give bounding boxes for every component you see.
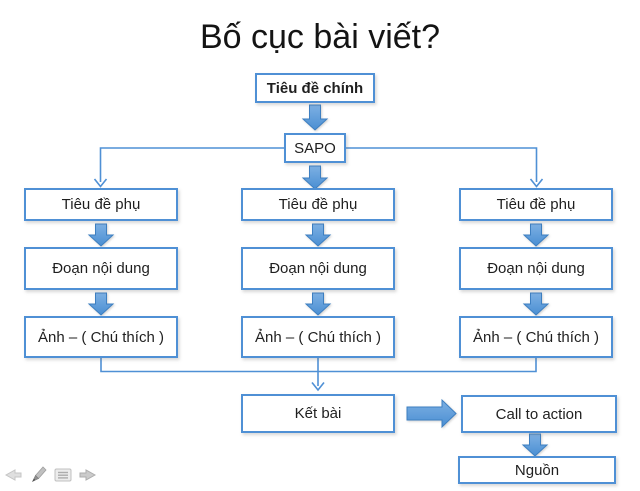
node-source: Nguồn	[458, 456, 616, 484]
node-image-caption-right: Ảnh – ( Chú thích )	[459, 316, 613, 358]
page-title: Bố cục bài viết?	[199, 18, 441, 56]
block-arrow-right-content-to-image-icon	[522, 292, 550, 316]
next-slide-icon[interactable]	[77, 463, 99, 485]
arrowhead-left-column-icon	[93, 178, 108, 188]
block-arrow-sapo-to-middle-icon	[301, 165, 329, 190]
node-main-title: Tiêu đề chính	[255, 73, 375, 103]
block-arrow-right-subtitle-to-content-icon	[522, 223, 550, 247]
block-arrow-left-content-to-image-icon	[87, 292, 115, 316]
node-subtitle-left: Tiêu đề phụ	[24, 188, 178, 221]
node-content-left: Đoạn nội dung	[24, 247, 178, 290]
node-subtitle-middle: Tiêu đề phụ	[241, 188, 395, 221]
block-arrow-cta-to-source-icon	[521, 433, 549, 457]
connector-merge-trunk	[100, 358, 537, 373]
node-call-to-action: Call to action	[461, 395, 617, 433]
slide-menu-icon[interactable]	[52, 463, 74, 485]
node-content-right: Đoạn nội dung	[459, 247, 613, 290]
node-subtitle-right: Tiêu đề phụ	[459, 188, 613, 221]
block-arrow-mid-content-to-image-icon	[304, 292, 332, 316]
node-image-caption-middle: Ảnh – ( Chú thích )	[241, 316, 395, 358]
arrowhead-conclusion-icon	[311, 382, 325, 392]
slideshow-nav-controls	[2, 463, 99, 485]
node-conclusion: Kết bài	[241, 394, 395, 433]
node-image-caption-left: Ảnh – ( Chú thích )	[24, 316, 178, 358]
node-content-middle: Đoạn nội dung	[241, 247, 395, 290]
arrowhead-right-column-icon	[529, 178, 544, 188]
block-arrow-main-to-sapo-icon	[301, 104, 329, 131]
block-arrow-left-subtitle-to-content-icon	[87, 223, 115, 247]
node-sapo: SAPO	[284, 133, 346, 163]
connector-sapo-to-right-column	[346, 147, 538, 182]
connector-sapo-to-left-column	[99, 147, 284, 182]
pen-tool-icon[interactable]	[27, 463, 49, 485]
previous-slide-icon[interactable]	[2, 463, 24, 485]
block-arrow-conclusion-to-cta-icon	[406, 398, 457, 429]
block-arrow-mid-subtitle-to-content-icon	[304, 223, 332, 247]
